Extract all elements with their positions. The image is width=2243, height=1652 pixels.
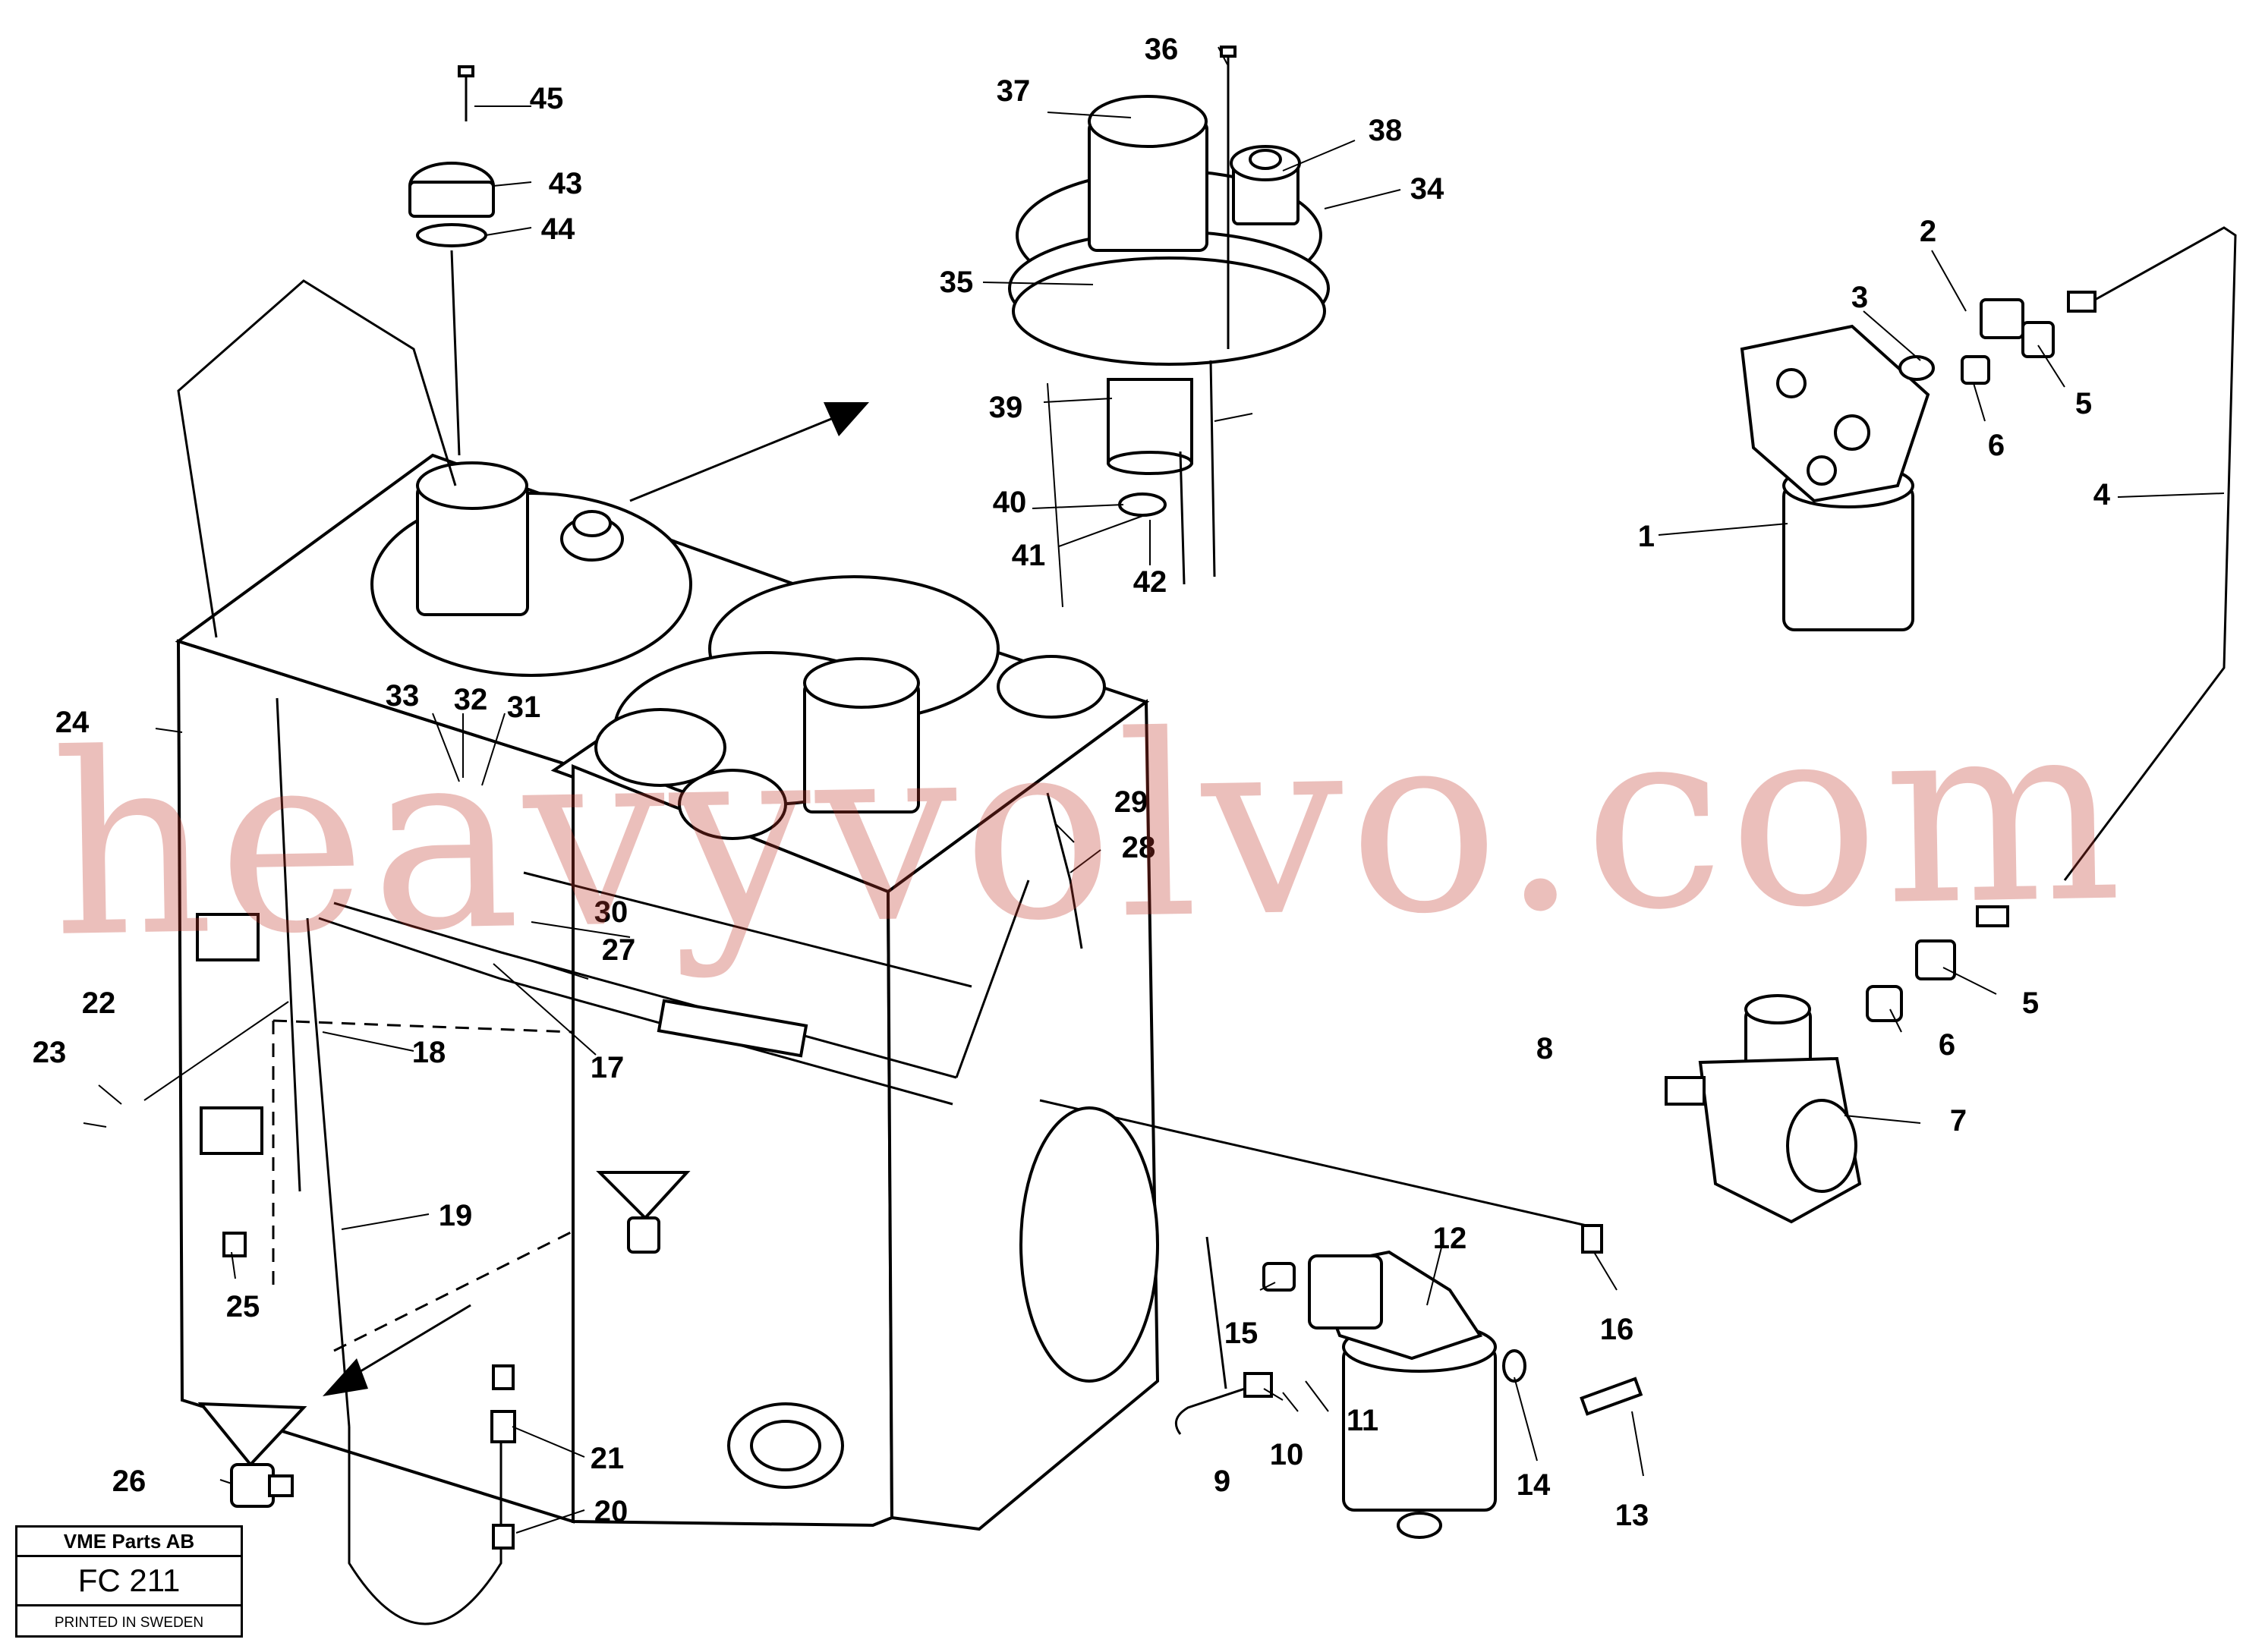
- callout-33: 33: [386, 679, 420, 713]
- callout-41: 41: [1012, 539, 1046, 572]
- callout-29: 29: [1114, 785, 1148, 819]
- callout-7: 7: [1950, 1104, 1967, 1138]
- callout-43: 43: [549, 167, 583, 200]
- callout-10: 10: [1270, 1438, 1304, 1471]
- pipework: [276, 697, 1587, 1427]
- drain-assembly: [197, 1171, 691, 1625]
- callout-4: 4: [2093, 478, 2111, 511]
- callout-40: 40: [993, 486, 1027, 519]
- callout-12: 12: [1433, 1222, 1467, 1255]
- callout-42: 42: [1133, 565, 1167, 599]
- callout-44: 44: [541, 212, 575, 246]
- title-block: VME Parts AB FC 211 PRINTED IN SWEDEN: [15, 1525, 243, 1638]
- callout-16: 16: [1600, 1313, 1634, 1346]
- callout-2: 2: [1920, 215, 1936, 248]
- callout-38: 38: [1369, 114, 1403, 147]
- fuel-pipe: [2063, 226, 2237, 881]
- callout-6a: 6: [1988, 429, 2005, 462]
- callout-20: 20: [594, 1495, 628, 1528]
- callout-23: 23: [33, 1036, 67, 1069]
- callout-22: 22: [82, 986, 116, 1020]
- callout-28: 28: [1122, 831, 1156, 864]
- handle-rail: [177, 279, 457, 638]
- callout-18: 18: [412, 1036, 446, 1069]
- callout-35: 35: [940, 266, 974, 299]
- callout-1: 1: [1638, 520, 1655, 553]
- callout-32: 32: [454, 683, 488, 716]
- callout-30: 30: [594, 895, 628, 929]
- callout-11: 11: [1347, 1404, 1378, 1437]
- callout-8: 8: [1536, 1032, 1553, 1065]
- callout-24: 24: [55, 706, 90, 739]
- leader-lines: [83, 46, 2225, 1534]
- callout-17: 17: [591, 1051, 625, 1084]
- tank-covers-right: [594, 575, 1106, 840]
- callout-45: 45: [530, 82, 564, 115]
- breather-assembly: [408, 65, 495, 456]
- feed-pump: [1665, 905, 2009, 1224]
- callout-6b: 6: [1939, 1028, 1955, 1062]
- callout-26: 26: [112, 1465, 146, 1498]
- callout-5b: 5: [2022, 986, 2039, 1020]
- tank-cover-left: [370, 461, 692, 677]
- arrows: [323, 402, 869, 1396]
- fuel-filter-lower: [1174, 1224, 1643, 1539]
- title-block-printed: PRINTED IN SWEDEN: [54, 1615, 204, 1631]
- callout-34: 34: [1410, 172, 1444, 206]
- gearbox-front-details: [196, 913, 1159, 1489]
- callout-36: 36: [1145, 33, 1179, 66]
- callout-21: 21: [591, 1442, 625, 1475]
- callout-31: 31: [507, 691, 541, 724]
- callout-9: 9: [1214, 1465, 1230, 1498]
- callout-3: 3: [1851, 281, 1868, 314]
- watermark: heavyvolvo.com: [49, 665, 2128, 993]
- callout-13: 13: [1615, 1499, 1649, 1532]
- callout-5a: 5: [2075, 387, 2092, 420]
- callout-numbers: 1 2 3 4 5 5 6 6 7 8 9 10 11 12 13 14 15 …: [33, 33, 2111, 1532]
- callout-14: 14: [1517, 1468, 1551, 1502]
- title-block-company: VME Parts AB: [17, 1528, 241, 1557]
- callout-27: 27: [602, 933, 636, 967]
- callout-37: 37: [997, 74, 1031, 108]
- callout-39: 39: [989, 391, 1023, 424]
- title-block-figure-code: FC 211: [17, 1557, 241, 1606]
- inset-tank-cover-detail: [1008, 46, 1330, 608]
- fuel-filter-upper: [1740, 291, 2097, 631]
- callout-15: 15: [1224, 1317, 1259, 1350]
- callout-25: 25: [226, 1290, 260, 1323]
- callout-19: 19: [439, 1199, 473, 1232]
